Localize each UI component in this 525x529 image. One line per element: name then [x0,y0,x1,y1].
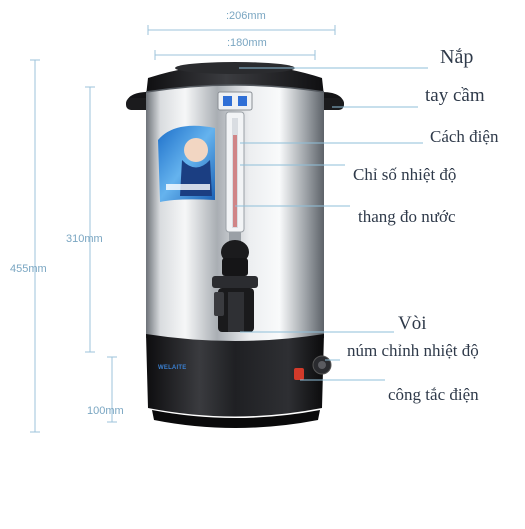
leader-lines [235,67,428,381]
label-handle: tay cầm [425,85,485,106]
dimension-body-height: 310mm [66,233,103,245]
dimension-top-outer: :206mm [226,10,266,22]
water-gauge [217,91,253,233]
label-temp-indicator: Chỉ số nhiệt độ [353,165,457,184]
label-lid: Nắp [440,46,474,68]
brand-logo-text: WELAITE [158,365,187,371]
dimension-top-inner: :180mm [227,37,267,49]
label-power-switch: công tắc điện [388,385,479,404]
label-water-gauge: thang đo nước [358,207,456,226]
label-temp-knob: núm chỉnh nhiệt độ [347,341,479,360]
brand-sticker [158,125,215,202]
label-insulation: Cách điện [430,127,499,146]
dimension-base-height: 100mm [87,405,124,417]
dimension-total-height: 455mm [10,263,47,275]
label-tap: Vòi [398,313,427,334]
tap [212,232,258,332]
dimension-lines [30,25,336,433]
